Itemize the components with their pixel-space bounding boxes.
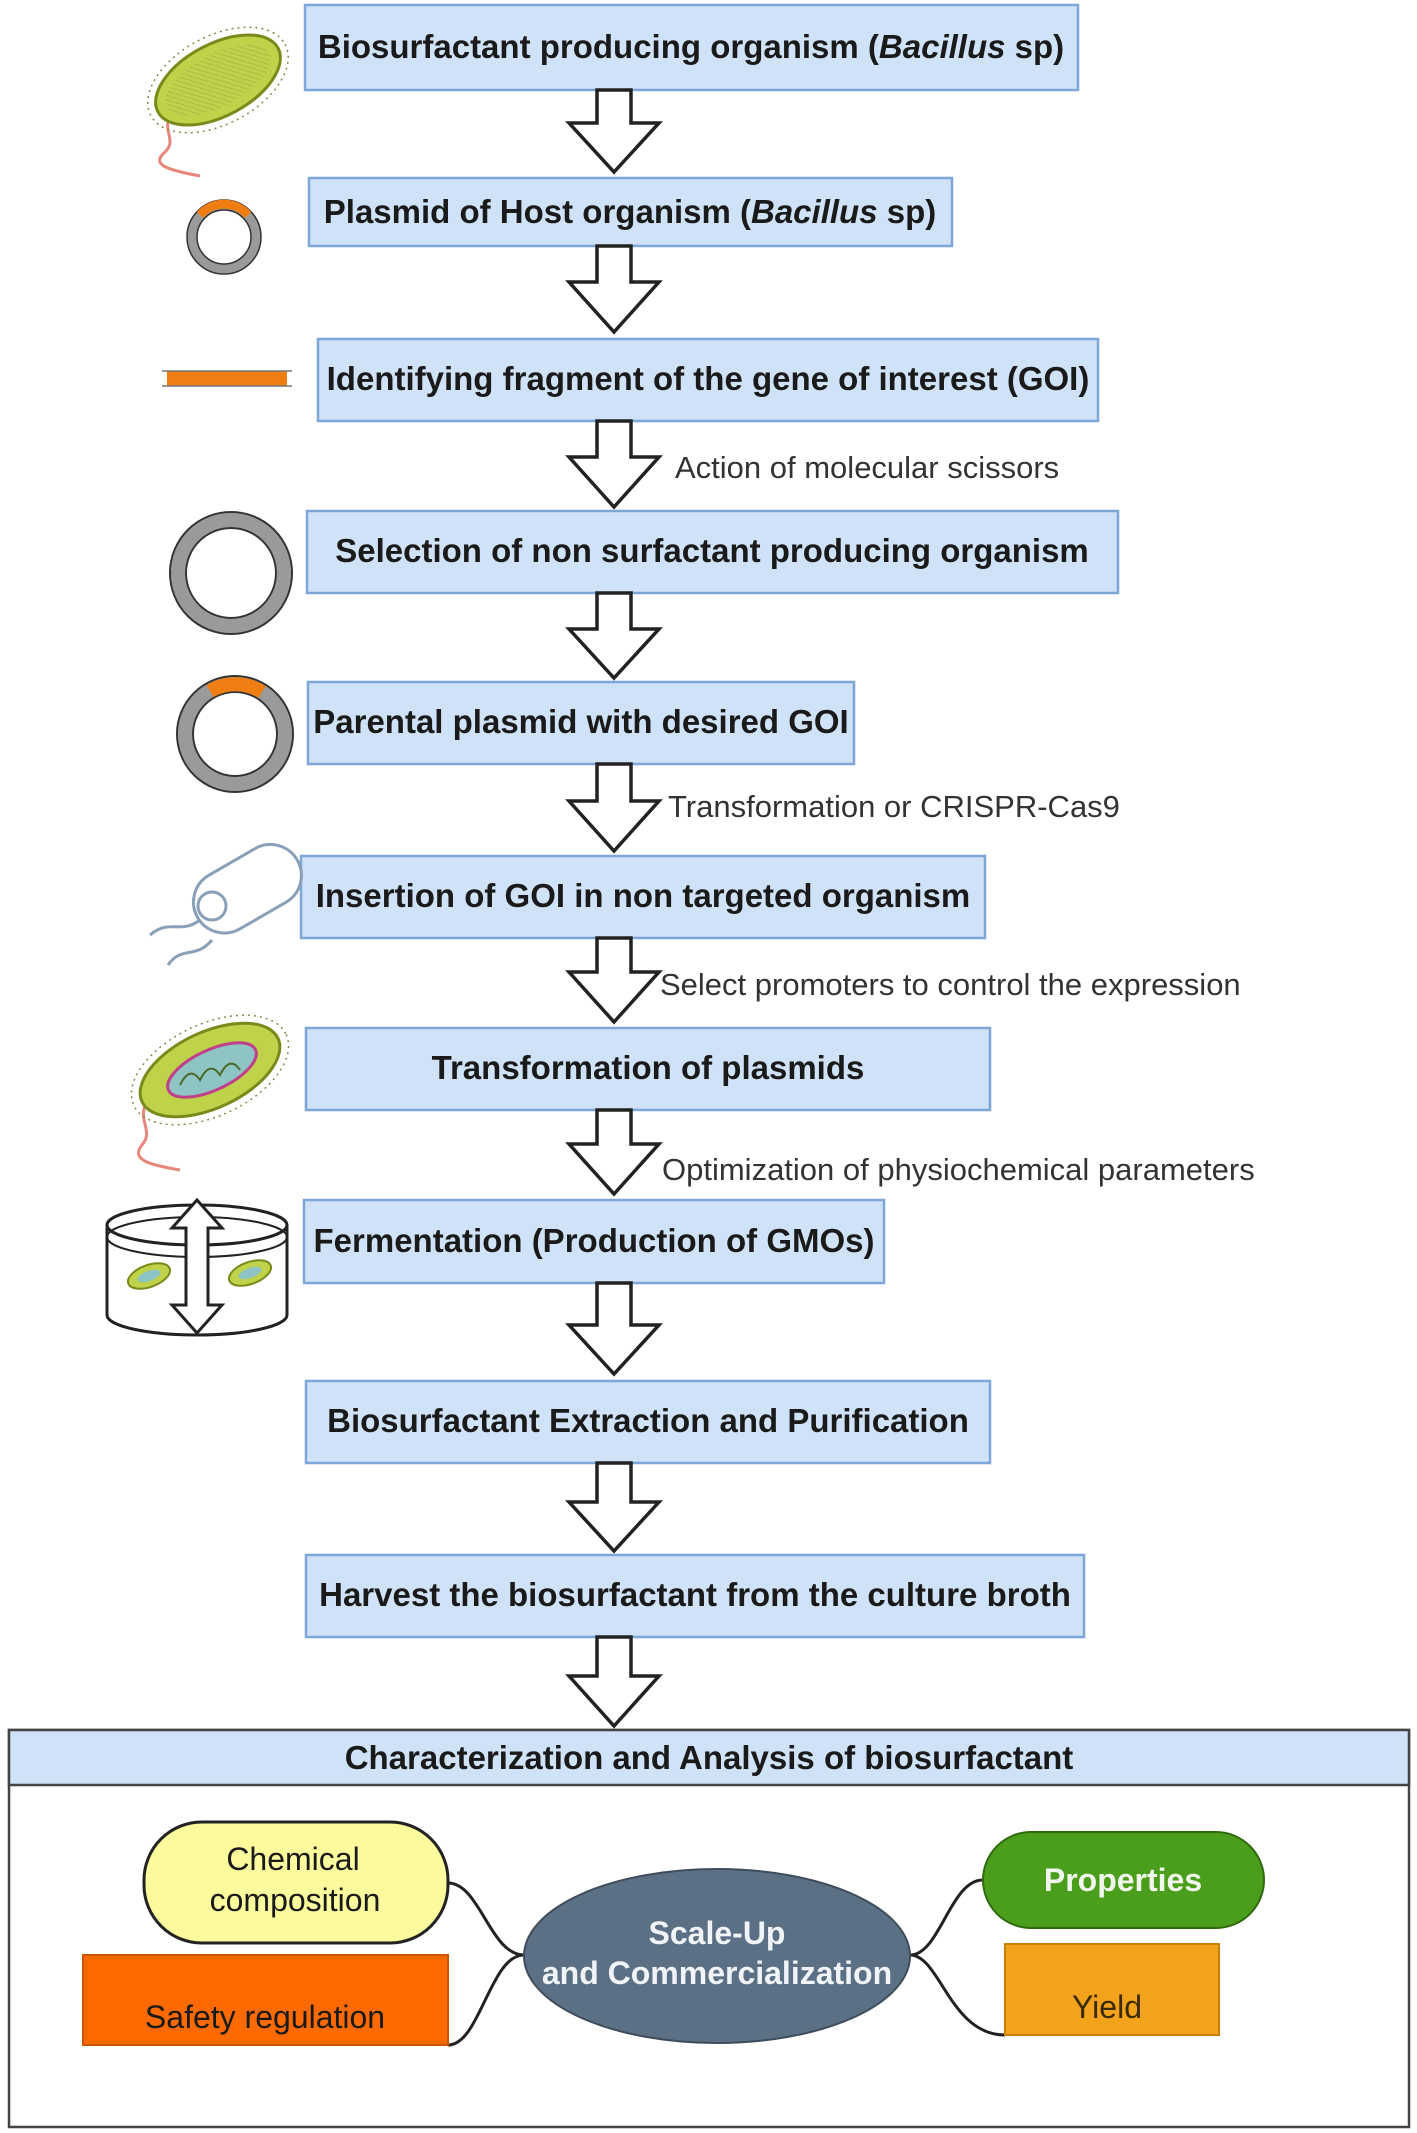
svg-text:Safety regulation: Safety regulation xyxy=(145,1999,385,2035)
step-box-3: Identifying fragment of the gene of inte… xyxy=(316,337,1100,423)
svg-text:composition: composition xyxy=(210,1882,381,1918)
fermenter-icon xyxy=(105,1197,289,1337)
svg-text:Yield: Yield xyxy=(1072,1989,1142,2025)
step-box-4: Selection of non surfactant producing or… xyxy=(305,509,1120,595)
step-box-9: Biosurfactant Extraction and Purificatio… xyxy=(304,1379,992,1465)
step-9-label: Biosurfactant Extraction and Purificatio… xyxy=(327,1402,969,1439)
step-4-label: Selection of non surfactant producing or… xyxy=(335,532,1089,569)
step-1-label: Biosurfactant producing organism (Bacill… xyxy=(318,28,1064,65)
svg-text:Properties: Properties xyxy=(1044,1862,1202,1898)
step-6-label: Insertion of GOI in non targeted organis… xyxy=(316,877,971,914)
panel-title: Characterization and Analysis of biosurf… xyxy=(345,1739,1074,1776)
connector-safety xyxy=(447,1953,525,2047)
chemical-composition-node: Chemical composition xyxy=(142,1820,450,1945)
flow-arrow-7 xyxy=(565,1108,663,1197)
flow-arrow-5 xyxy=(565,762,663,854)
transformed-bacterium-icon xyxy=(130,1014,290,1172)
flow-arrow-1 xyxy=(565,88,663,175)
gene-fragment-icon xyxy=(162,370,292,387)
step-box-10: Harvest the biosurfactant from the cultu… xyxy=(304,1553,1086,1639)
note-transformation-crispr: Transformation or CRISPR-Cas9 xyxy=(668,789,1120,824)
connector-yield xyxy=(909,1953,1006,2037)
flow-arrow-4 xyxy=(565,591,663,681)
flow-arrow-9 xyxy=(565,1461,663,1554)
step-box-1: Biosurfactant producing organism (Bacill… xyxy=(303,3,1080,92)
flow-arrow-3 xyxy=(565,419,663,510)
non-target-cell-icon xyxy=(149,843,303,966)
scale-up-node: Scale-Up and Commercialization xyxy=(523,1868,911,2044)
step-box-7: Transformation of plasmids xyxy=(304,1026,992,1112)
empty-plasmid-icon xyxy=(169,511,293,635)
step-box-8: Fermentation (Production of GMOs) xyxy=(302,1198,886,1285)
step-8-label: Fermentation (Production of GMOs) xyxy=(314,1222,875,1259)
flow-arrow-10 xyxy=(565,1635,663,1729)
flow-arrow-2 xyxy=(565,244,663,335)
step-5-label: Parental plasmid with desired GOI xyxy=(313,703,848,740)
host-plasmid-icon xyxy=(186,199,262,275)
note-optimization: Optimization of physiochemical parameter… xyxy=(662,1152,1255,1187)
step-2-label: Plasmid of Host organism (Bacillus sp) xyxy=(324,193,936,230)
step-box-5: Parental plasmid with desired GOI xyxy=(306,680,856,766)
properties-node: Properties xyxy=(982,1831,1265,1929)
step-box-2: Plasmid of Host organism (Bacillus sp) xyxy=(307,176,954,248)
yield-node: Yield xyxy=(1004,1943,1220,2036)
svg-text:and Commercialization: and Commercialization xyxy=(542,1955,892,1991)
flow-arrow-8 xyxy=(565,1281,663,1377)
connector-chemical xyxy=(447,1881,525,1957)
step-box-6: Insertion of GOI in non targeted organis… xyxy=(299,854,987,940)
step-7-label: Transformation of plasmids xyxy=(432,1049,865,1086)
note-molecular-scissors: Action of molecular scissors xyxy=(675,450,1059,485)
characterization-panel: Characterization and Analysis of biosurf… xyxy=(7,1728,1411,2129)
connector-properties xyxy=(909,1878,984,1957)
flow-arrow-6 xyxy=(565,936,663,1025)
bacillus-bacterium-icon xyxy=(147,26,289,178)
svg-text:Chemical: Chemical xyxy=(226,1841,359,1877)
svg-text:Scale-Up: Scale-Up xyxy=(649,1915,786,1951)
step-3-label: Identifying fragment of the gene of inte… xyxy=(327,360,1090,397)
recombinant-plasmid-icon xyxy=(176,675,294,793)
safety-regulation-node: Safety regulation xyxy=(82,1954,449,2046)
step-10-label: Harvest the biosurfactant from the cultu… xyxy=(319,1576,1071,1613)
note-select-promoters: Select promoters to control the expressi… xyxy=(660,967,1241,1002)
